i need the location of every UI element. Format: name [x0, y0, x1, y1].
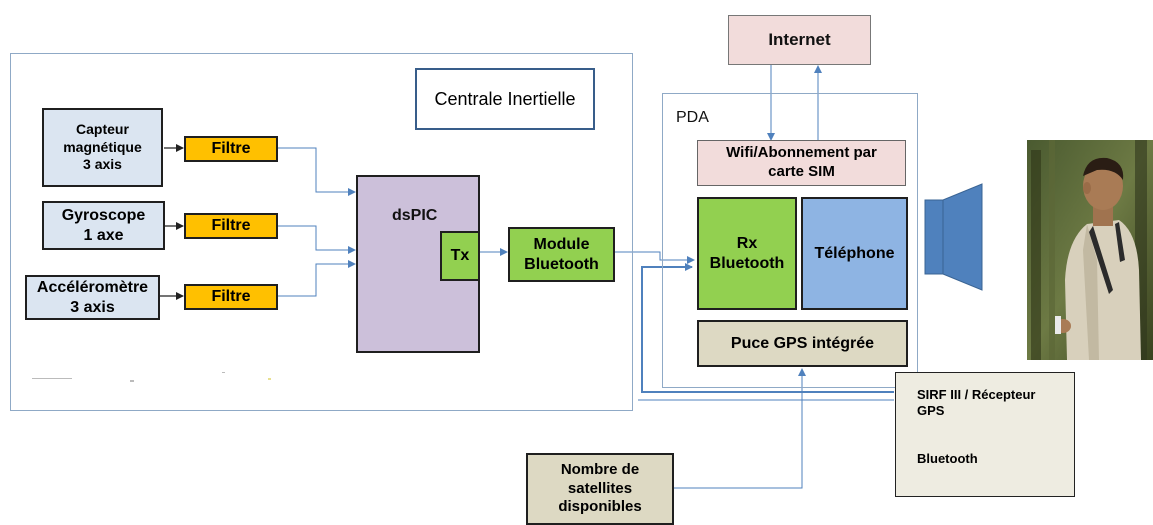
- puce-gps-box: Puce GPS intégrée: [697, 320, 908, 367]
- nombre-satellites-box: Nombre de satellites disponibles: [526, 453, 674, 525]
- sirf-bluetooth-label: Bluetooth: [917, 451, 978, 466]
- sirf-receiver-label: SIRF III / Récepteur GPS: [917, 387, 1036, 419]
- dspic-label: dsPIC: [392, 207, 438, 224]
- gyroscope-box: Gyroscope 1 axe: [42, 201, 165, 250]
- wire-sirf-rx: [641, 263, 894, 393]
- wire-satellites-gps: [674, 368, 806, 489]
- capteur-magnetique-box: Capteur magnétique 3 axis: [42, 108, 163, 187]
- filtre-box-3: Filtre: [184, 284, 278, 310]
- sirf-receiver-box: [895, 372, 1075, 497]
- person-photo: [1027, 140, 1153, 360]
- filtre-box-1: Filtre: [184, 136, 278, 162]
- wire-filtre3-dspic: [278, 260, 356, 297]
- wifi-abonnement-box: Wifi/Abonnement par carte SIM: [697, 140, 906, 186]
- rx-bluetooth-box: Rx Bluetooth: [697, 197, 797, 310]
- scanner-dots: [32, 372, 271, 382]
- filtre-box-2: Filtre: [184, 213, 278, 239]
- wire-module-rx: [615, 251, 695, 264]
- module-bluetooth-box: Module Bluetooth: [508, 227, 615, 282]
- speaker-body: [924, 199, 944, 275]
- speaker-cone: [942, 183, 983, 291]
- wire-filtre2-dspic: [278, 225, 356, 254]
- pda-frame: [662, 93, 918, 388]
- internet-box: Internet: [728, 15, 871, 65]
- wire-filtre1-dspic: [278, 147, 356, 196]
- tx-box: Tx: [440, 231, 480, 281]
- centrale-inertielle-frame: [10, 53, 633, 411]
- telephone-box: Téléphone: [801, 197, 908, 310]
- accelerometre-box: Accéléromètre 3 axis: [25, 275, 160, 320]
- pda-label: PDA: [676, 109, 709, 126]
- centrale-inertielle-label: Centrale Inertielle: [415, 68, 595, 130]
